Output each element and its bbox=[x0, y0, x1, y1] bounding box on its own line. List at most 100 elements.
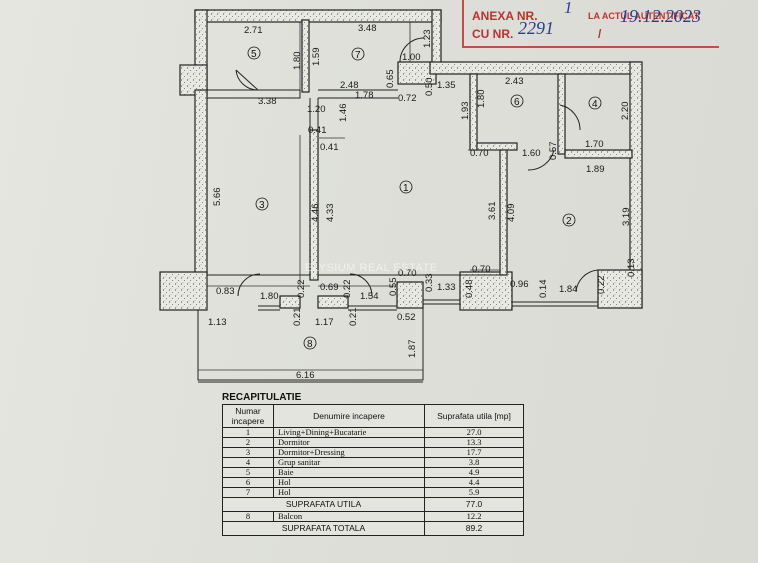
dimension-label: 0.57 bbox=[548, 142, 559, 161]
header-area: Suprafata utila [mp] bbox=[424, 404, 524, 428]
cell-room-number: 1 bbox=[222, 427, 274, 438]
dimension-label: 0.22 bbox=[596, 276, 607, 295]
dimension-label: 3.19 bbox=[621, 208, 632, 227]
dimension-label: 1.59 bbox=[311, 48, 322, 67]
cell-room-name: Grup sanitar bbox=[273, 457, 425, 468]
table-row: 5 Baie 4.9 bbox=[222, 467, 524, 478]
cell-room-name: Baie bbox=[273, 467, 425, 478]
total-area-value: 89.2 bbox=[424, 521, 524, 536]
cell-room-name: Balcon bbox=[273, 511, 425, 522]
dimension-label: 1.78 bbox=[355, 90, 374, 101]
dimension-lines bbox=[198, 22, 510, 371]
summary-row-total: SUPRAFATA TOTALA 89.2 bbox=[222, 521, 524, 536]
stamp-separator: / bbox=[598, 27, 602, 41]
recap-table: Numar incapere Denumire incapere Suprafa… bbox=[222, 404, 524, 536]
cell-room-number: 8 bbox=[222, 511, 274, 522]
table-row: 7 Hol 5.9 bbox=[222, 487, 524, 498]
stamp-annex-label: ANEXA NR. bbox=[472, 9, 538, 23]
dimension-label: 0.48 bbox=[464, 280, 475, 299]
dimension-label: 0.13 bbox=[626, 259, 637, 278]
dimension-label: 0.50 bbox=[424, 78, 435, 97]
dimension-label: 0.41 bbox=[320, 142, 339, 153]
cell-room-number: 2 bbox=[222, 437, 274, 448]
dimension-label: 1.13 bbox=[208, 317, 227, 328]
dimension-label: 0.70 bbox=[470, 148, 489, 159]
dimension-label: 1.54 bbox=[360, 291, 379, 302]
cell-area: 5.9 bbox=[424, 487, 524, 498]
dimension-label: 0.83 bbox=[216, 286, 235, 297]
dimension-label: 3.38 bbox=[258, 96, 277, 107]
cell-area: 17.7 bbox=[424, 447, 524, 458]
table-row: 1 Living+Dining+Bucatarie 27.0 bbox=[222, 427, 524, 438]
dimension-label: 5.66 bbox=[212, 188, 223, 207]
total-area-label: SUPRAFATA TOTALA bbox=[222, 521, 425, 536]
dimension-label: 0.21 bbox=[348, 308, 359, 327]
dimension-label: 0.22 bbox=[342, 280, 353, 299]
dimension-label: 1.17 bbox=[315, 317, 334, 328]
room-number: 2 bbox=[566, 216, 572, 227]
dimension-label: 0.70 bbox=[398, 268, 417, 279]
cell-room-name: Living+Dining+Bucatarie bbox=[273, 427, 425, 438]
dimension-labels-vertical: 1.80 1.23 1.59 0.65 0.50 1.80 1.93 2.20 … bbox=[212, 30, 637, 359]
room-number: 1 bbox=[403, 183, 409, 194]
table-row: 6 Hol 4.4 bbox=[222, 477, 524, 488]
table-row: 3 Dormitor+Dressing 17.7 bbox=[222, 447, 524, 458]
dimension-label: 1.33 bbox=[437, 282, 456, 293]
cell-area: 3.8 bbox=[424, 457, 524, 468]
dimension-label: 4.09 bbox=[506, 204, 517, 223]
dimension-label: 1.70 bbox=[585, 139, 604, 150]
cell-room-number: 5 bbox=[222, 467, 274, 478]
cell-room-number: 3 bbox=[222, 447, 274, 458]
cell-area: 27.0 bbox=[424, 427, 524, 438]
cell-area: 13.3 bbox=[424, 437, 524, 448]
dimension-label: 0.65 bbox=[385, 70, 396, 89]
walls bbox=[159, 9, 643, 311]
header-room-name: Denumire incapere bbox=[273, 404, 425, 428]
header-room-number: Numar incapere bbox=[222, 404, 274, 428]
stamp-act-number: 2291 bbox=[518, 18, 554, 38]
dimension-label: 0.69 bbox=[320, 282, 339, 293]
room-number: 4 bbox=[592, 99, 598, 110]
table-row: 4 Grup sanitar 3.8 bbox=[222, 457, 524, 468]
cell-room-number: 4 bbox=[222, 457, 274, 468]
dimension-label: 2.71 bbox=[244, 25, 263, 36]
dimension-label: 1.80 bbox=[292, 52, 303, 71]
dimension-label: 0.33 bbox=[424, 274, 435, 293]
dimension-label: 1.80 bbox=[260, 291, 279, 302]
recap-title: RECAPITULATIE bbox=[222, 392, 302, 403]
dimension-labels: 2.71 3.48 1.00 2.48 3.38 1.78 0.72 1.35 … bbox=[208, 23, 605, 381]
dimension-label: 0.70 bbox=[472, 264, 491, 275]
stamp-annex-number: 1 bbox=[564, 0, 573, 17]
dimension-label: 0.55 bbox=[388, 278, 399, 297]
dimension-label: 1.23 bbox=[422, 30, 433, 49]
dimension-label: 0.22 bbox=[296, 280, 307, 299]
dimension-label: 1.60 bbox=[522, 148, 541, 159]
cell-room-name: Dormitor bbox=[273, 437, 425, 448]
table-header-row: Numar incapere Denumire incapere Suprafa… bbox=[222, 404, 524, 428]
room-number: 7 bbox=[355, 50, 361, 61]
dimension-label: 3.61 bbox=[487, 202, 498, 221]
summary-row-usable: SUPRAFATA UTILA 77.0 bbox=[222, 497, 524, 512]
dimension-label: 3.48 bbox=[358, 23, 377, 34]
cell-room-name: Dormitor+Dressing bbox=[273, 447, 425, 458]
cell-room-number: 6 bbox=[222, 477, 274, 488]
room-number: 3 bbox=[259, 200, 265, 211]
stamp-number-label: CU NR. bbox=[472, 27, 514, 41]
room-markers: 1 2 3 4 5 6 7 8 bbox=[247, 46, 602, 350]
dimension-label: 4.46 bbox=[310, 204, 321, 223]
dimension-label: 1.35 bbox=[437, 80, 456, 91]
dimension-label: 0.21 bbox=[292, 308, 303, 327]
cell-room-name: Hol bbox=[273, 487, 425, 498]
dimension-label: 1.89 bbox=[586, 164, 605, 175]
table-row-balcony: 8 Balcon 12.2 bbox=[222, 511, 524, 522]
cell-room-name: Hol bbox=[273, 477, 425, 488]
dimension-label: 0.41 bbox=[308, 125, 327, 136]
usable-area-label: SUPRAFATA UTILA bbox=[222, 497, 425, 512]
plan-lines bbox=[197, 37, 599, 383]
dimension-label: 1.20 bbox=[307, 104, 326, 115]
cell-room-number: 7 bbox=[222, 487, 274, 498]
usable-area-value: 77.0 bbox=[424, 497, 524, 512]
dimension-label: 2.43 bbox=[505, 76, 524, 87]
dimension-label: 4.33 bbox=[325, 204, 336, 223]
